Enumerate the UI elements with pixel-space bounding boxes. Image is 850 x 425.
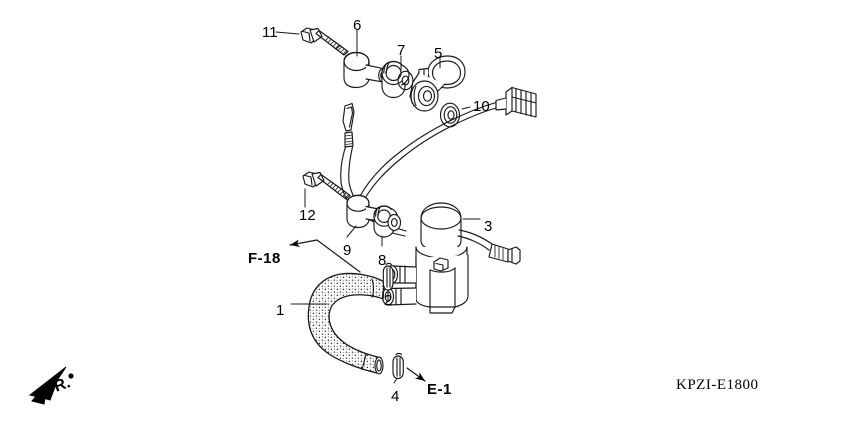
part-11-flange-bolt-upper [275,27,349,56]
crossref-arrow-f18 [289,239,361,273]
part-2-hose-clip-upper [382,262,394,301]
part-8-rubber-grommet-lower [373,205,402,247]
wire-harness-terminal [340,102,369,217]
callout-4: 4 [391,388,400,405]
callout-8: 8 [378,252,387,269]
callout-6: 6 [353,17,362,34]
callout-7: 7 [397,42,406,59]
part-5-clamp-bracket [409,55,466,112]
crossref-e1: E-1 [427,381,452,398]
callout-9: 9 [343,242,352,259]
fr-orientation-arrow [28,366,74,405]
callout-5: 5 [434,45,443,62]
part-7-rubber-grommet [381,55,414,99]
part-10-washer [439,102,471,128]
callout-3: 3 [484,218,493,235]
callout-1: 1 [276,302,285,319]
figure-code: KPZI-E1800 [676,377,759,393]
crossref-f18: F-18 [248,250,281,267]
part-4-hose-clip-lower [392,352,404,384]
callout-10: 10 [473,98,490,115]
callout-12: 12 [299,207,316,224]
callout-11: 11 [262,24,278,41]
part-12-flange-bolt-lower [302,171,351,208]
part-3-air-suction-valve [381,202,481,314]
callout-2: 2 [384,292,393,309]
part-6-collar [343,29,388,89]
part-1-air-suction-hose [290,272,385,375]
crossref-arrow-e1 [406,367,426,382]
wire-harness-upper [349,86,537,225]
valve-connector-lead [457,229,521,265]
